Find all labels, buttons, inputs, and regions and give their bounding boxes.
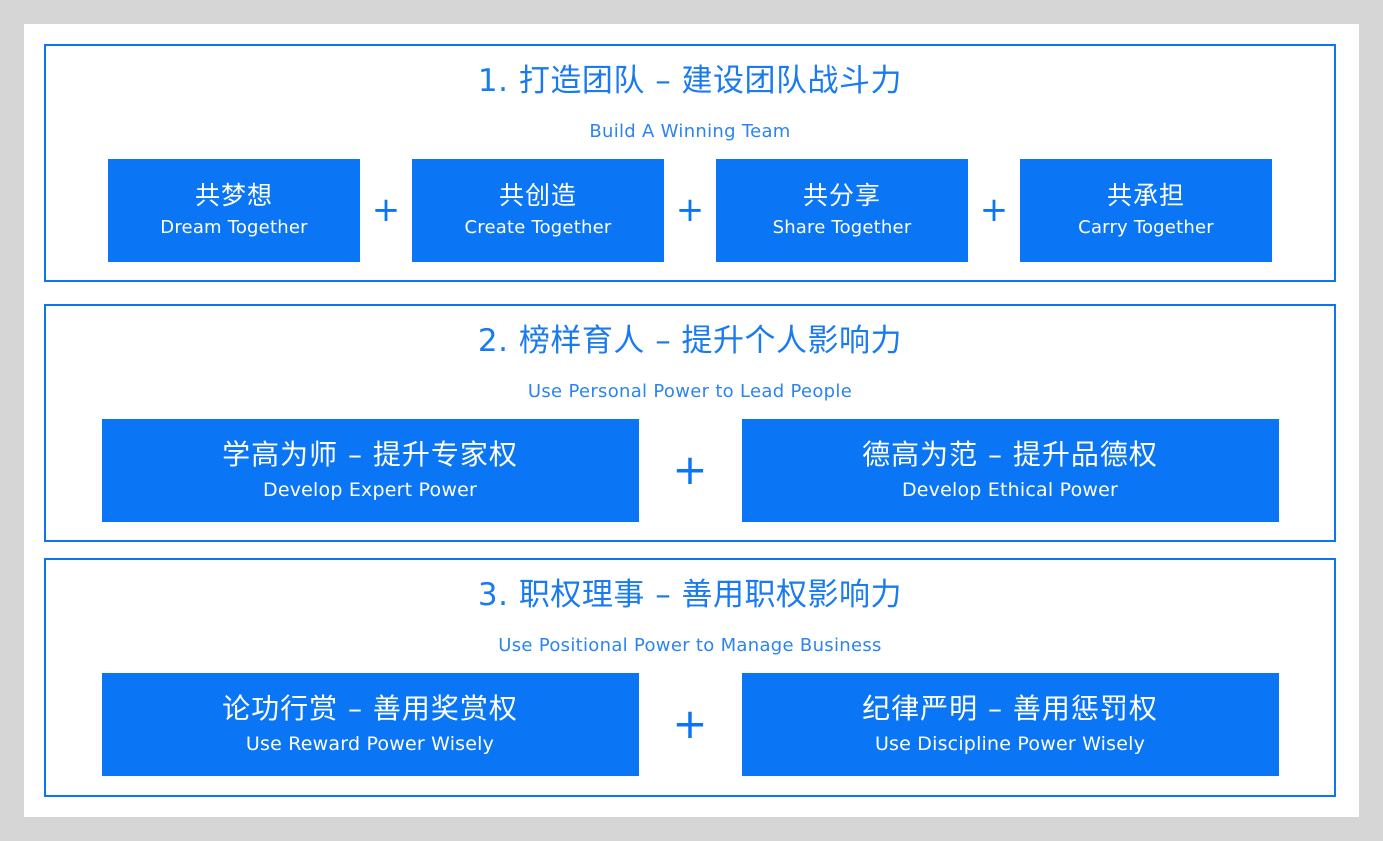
section-1-title-en: Build A Winning Team: [589, 120, 791, 142]
value-box-label-cn: 学高为师 – 提升专家权: [222, 437, 518, 471]
section-panel-2: 2. 榜样育人 – 提升个人影响力 Use Personal Power to …: [44, 304, 1336, 542]
value-box-share-together[interactable]: 共分享 Share Together: [716, 158, 968, 262]
section-3-title-cn: 3. 职权理事 – 善用职权影响力: [477, 577, 903, 613]
value-box-label-cn: 共分享: [802, 181, 881, 211]
plus-icon: +: [371, 190, 401, 231]
value-box-label-cn: 共创造: [498, 181, 577, 211]
plus-icon: +: [672, 699, 708, 749]
section-panel-3: 3. 职权理事 – 善用职权影响力 Use Positional Power t…: [44, 558, 1336, 797]
value-box-label-en: Share Together: [772, 217, 912, 239]
section-2-title-cn: 2. 榜样育人 – 提升个人影响力: [477, 323, 903, 359]
value-box-label-cn: 德高为范 – 提升品德权: [862, 437, 1158, 471]
value-box-carry-together[interactable]: 共承担 Carry Together: [1020, 158, 1272, 262]
section-1-items-row: 共梦想 Dream Together + 共创造 Create Together…: [46, 158, 1334, 262]
value-box-label-cn: 共梦想: [194, 181, 273, 211]
value-box-label-cn: 论功行赏 – 善用奖赏权: [222, 691, 518, 725]
value-box-ethical-power[interactable]: 德高为范 – 提升品德权 Develop Ethical Power: [741, 418, 1279, 522]
section-1-title-cn: 1. 打造团队 – 建设团队战斗力: [477, 63, 903, 99]
section-2-items-row: 学高为师 – 提升专家权 Develop Expert Power + 德高为范…: [46, 418, 1334, 522]
value-box-label-cn: 纪律严明 – 善用惩罚权: [862, 691, 1158, 725]
section-2-title-en: Use Personal Power to Lead People: [527, 380, 853, 402]
value-box-label-en: Develop Expert Power: [262, 478, 477, 501]
value-box-label-en: Create Together: [464, 217, 612, 239]
plus-icon: +: [672, 445, 708, 495]
value-box-label-en: Develop Ethical Power: [901, 478, 1119, 501]
value-box-dream-together[interactable]: 共梦想 Dream Together: [108, 158, 360, 262]
plus-icon: +: [979, 190, 1009, 231]
value-box-label-en: Use Discipline Power Wisely: [874, 732, 1146, 755]
section-3-title-en: Use Positional Power to Manage Business: [498, 634, 882, 656]
section-3-items-row: 论功行赏 – 善用奖赏权 Use Reward Power Wisely + 纪…: [46, 672, 1334, 776]
plus-icon: +: [675, 190, 705, 231]
value-box-create-together[interactable]: 共创造 Create Together: [412, 158, 664, 262]
section-panel-1: 1. 打造团队 – 建设团队战斗力 Build A Winning Team 共…: [44, 44, 1336, 282]
value-box-label-en: Carry Together: [1078, 217, 1214, 239]
slide-sheet: 1. 打造团队 – 建设团队战斗力 Build A Winning Team 共…: [24, 24, 1359, 817]
value-box-discipline-power[interactable]: 纪律严明 – 善用惩罚权 Use Discipline Power Wisely: [741, 672, 1279, 776]
value-box-label-cn: 共承担: [1106, 181, 1185, 211]
value-box-label-en: Dream Together: [160, 217, 308, 239]
value-box-label-en: Use Reward Power Wisely: [245, 732, 495, 755]
value-box-expert-power[interactable]: 学高为师 – 提升专家权 Develop Expert Power: [101, 418, 639, 522]
value-box-reward-power[interactable]: 论功行赏 – 善用奖赏权 Use Reward Power Wisely: [101, 672, 639, 776]
